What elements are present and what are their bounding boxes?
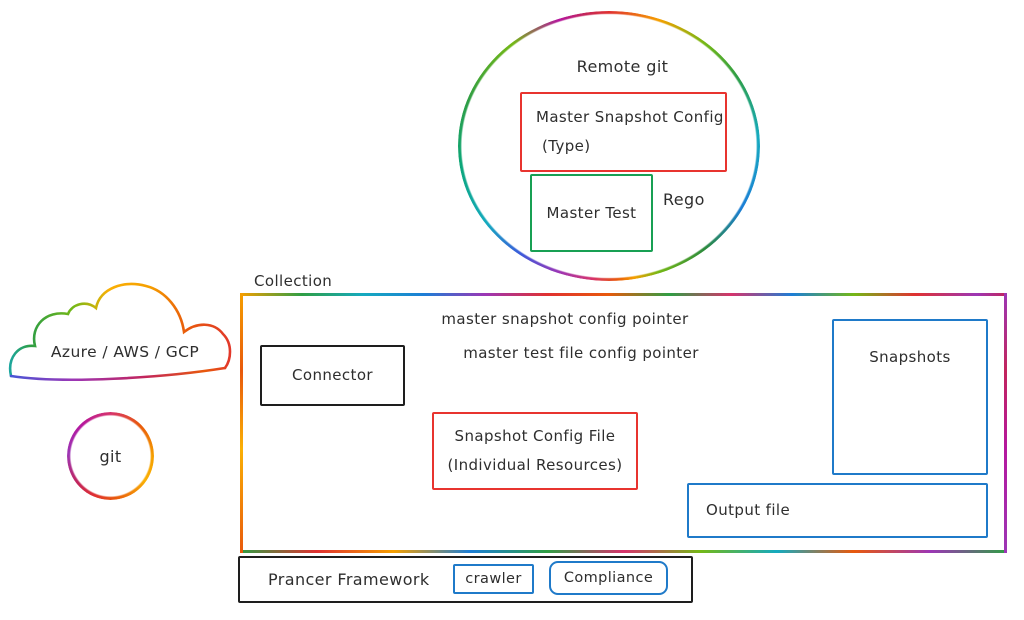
collection-border-top — [240, 293, 1007, 296]
output-file-box: Output file — [687, 483, 988, 538]
master-snapshot-config-line2: (Type) — [542, 137, 591, 155]
output-file-label: Output file — [706, 501, 791, 519]
collection-box — [240, 293, 1007, 553]
remote-git-label: Remote git — [576, 57, 669, 76]
collection-border-left — [240, 293, 243, 553]
master-snapshot-config-line1: Master Snapshot Config — [536, 108, 724, 126]
crawler-label: crawler — [465, 570, 522, 587]
master-test-label: Master Test — [546, 203, 637, 222]
git-circle — [67, 412, 154, 500]
rego-label: Rego — [663, 190, 705, 209]
collection-border-bottom — [240, 550, 1007, 553]
snapshot-config-file-box: Snapshot Config File (Individual Resourc… — [432, 412, 638, 490]
prancer-framework-label: Prancer Framework — [268, 570, 430, 589]
master-test-file-config-pointer-label: master test file config pointer — [463, 344, 699, 362]
git-label: git — [99, 447, 122, 466]
compliance-label: Compliance — [563, 569, 654, 586]
snapshot-config-file-line1: Snapshot Config File — [454, 427, 616, 445]
crawler-box: crawler — [453, 564, 534, 594]
connector-box: Connector — [260, 345, 405, 406]
prancer-framework-bar — [238, 556, 693, 603]
master-snapshot-config-pointer-label: master snapshot config pointer — [441, 310, 689, 328]
master-test-box: Master Test — [530, 174, 653, 252]
connector-label: Connector — [292, 366, 373, 384]
snapshots-label: Snapshots — [869, 348, 951, 366]
master-snapshot-config-box: Master Snapshot Config (Type) — [520, 92, 727, 172]
snapshots-box: Snapshots — [832, 319, 988, 475]
cloud-label: Azure / AWS / GCP — [50, 343, 200, 361]
cloud-shape — [8, 282, 232, 382]
collection-border-right — [1004, 293, 1007, 553]
snapshot-config-file-line2: (Individual Resources) — [447, 456, 623, 474]
collection-label: Collection — [254, 272, 333, 290]
remote-git-circle — [458, 11, 760, 281]
compliance-box: Compliance — [549, 561, 668, 595]
